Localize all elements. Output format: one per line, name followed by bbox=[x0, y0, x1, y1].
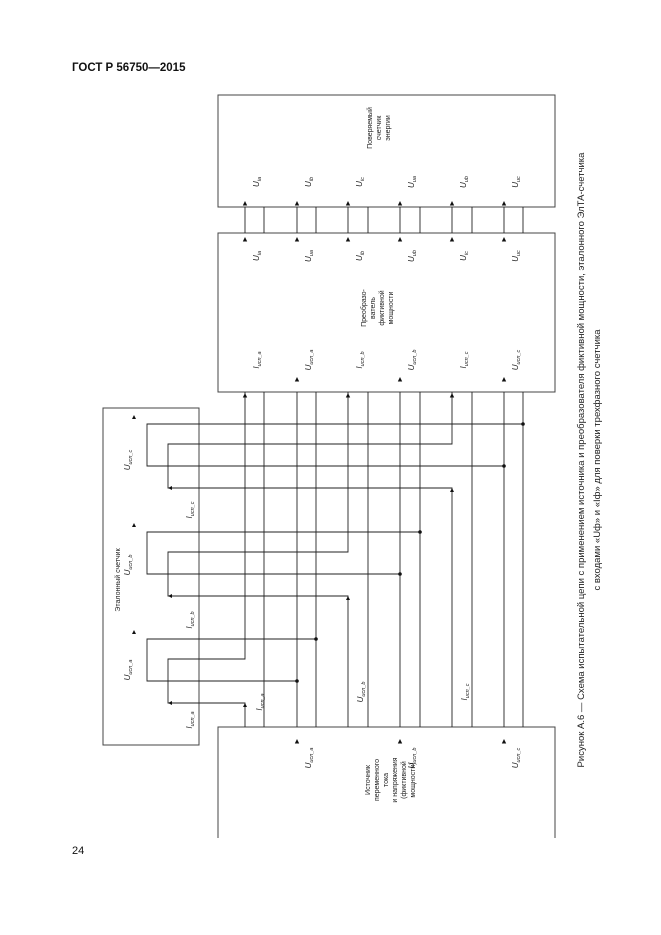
junction-dot bbox=[418, 530, 422, 534]
junction-dot bbox=[398, 572, 402, 576]
arrow-icon bbox=[132, 523, 136, 527]
wire-label: Iисп_a bbox=[255, 693, 266, 710]
converter-input-label: Uисп_c bbox=[511, 350, 522, 371]
meter-input-label: Uua bbox=[407, 176, 418, 188]
arrow-icon bbox=[345, 237, 351, 242]
arrow-icon bbox=[397, 201, 403, 206]
wire-label: Iисп_c bbox=[460, 683, 471, 700]
converter-box bbox=[217, 232, 556, 393]
meter-input-label: Uub bbox=[459, 176, 470, 188]
reference-meter-label: Uисп_c bbox=[123, 450, 134, 471]
current-loop-wire bbox=[167, 392, 349, 727]
current-loop-wire bbox=[167, 392, 246, 727]
arrow-icon bbox=[294, 237, 300, 242]
arrow-icon bbox=[132, 415, 136, 419]
arrow-icon bbox=[345, 201, 351, 206]
figure-caption-line-1: Рисунок А.6 — Схема испытательной цепи с… bbox=[576, 152, 587, 768]
converter-output-label: Uib bbox=[355, 251, 366, 261]
meter-input-label: Uic bbox=[355, 177, 366, 187]
reference-meter-label: Iисп_b bbox=[185, 611, 196, 628]
reference-meter-label: Uисп_a bbox=[123, 660, 134, 681]
figure-caption-line-2: с входами «Uф» и «Iф» для поверки трехфа… bbox=[592, 329, 603, 591]
arrow-icon bbox=[168, 701, 172, 705]
converter-input-label: Iисп_b bbox=[355, 351, 366, 368]
converter-output-label: Uuc bbox=[511, 250, 522, 262]
page-number: 24 bbox=[72, 845, 85, 857]
converter-input-label: Iисп_c bbox=[459, 351, 470, 368]
arrow-icon bbox=[243, 703, 247, 707]
source-output-label: Uисп_a bbox=[304, 748, 315, 769]
converter-output-label: Uic bbox=[459, 251, 470, 261]
arrow-icon bbox=[168, 486, 172, 490]
meter-input-label: Uuc bbox=[511, 176, 522, 188]
meter-input-label: Uia bbox=[252, 177, 263, 187]
converter-output-label: Uua bbox=[304, 250, 315, 262]
converter-output-label: Uub bbox=[407, 250, 418, 262]
source-output-label: Uисп_c bbox=[511, 748, 522, 769]
voltage-loop-wire bbox=[146, 638, 316, 682]
meter-input-label: Uib bbox=[304, 177, 315, 187]
junction-dot bbox=[314, 637, 318, 641]
arrow-icon bbox=[397, 237, 403, 242]
arrow-icon bbox=[397, 377, 403, 382]
source-box bbox=[217, 726, 556, 838]
arrow-icon bbox=[294, 377, 300, 382]
document-header: ГОСТ Р 56750—2015 bbox=[72, 62, 186, 74]
wire-label: Uисп_b bbox=[356, 682, 367, 703]
current-loop-wire bbox=[167, 392, 453, 727]
reference-meter-label: Iисп_c bbox=[185, 501, 196, 518]
arrow-icon bbox=[242, 393, 248, 398]
arrow-icon bbox=[345, 393, 351, 398]
voltage-loop-wire bbox=[146, 423, 523, 467]
voltage-loop-wire bbox=[146, 531, 420, 575]
junction-dot bbox=[295, 679, 299, 683]
junction-dot bbox=[521, 422, 525, 426]
reference-meter-label: Uисп_b bbox=[123, 555, 134, 576]
arrow-icon bbox=[449, 237, 455, 242]
converter-input-label: Iисп_a bbox=[252, 351, 263, 368]
arrow-icon bbox=[501, 201, 507, 206]
arrow-icon bbox=[449, 201, 455, 206]
junction-dot bbox=[502, 464, 506, 468]
arrow-icon bbox=[294, 201, 300, 206]
arrow-icon bbox=[294, 739, 300, 744]
arrow-icon bbox=[132, 630, 136, 634]
arrow-icon bbox=[242, 201, 248, 206]
source-output-label: Uисп_b bbox=[407, 748, 418, 769]
meter-under-test-box bbox=[217, 94, 556, 208]
arrow-icon bbox=[501, 237, 507, 242]
converter-output-label: Uia bbox=[252, 251, 263, 261]
arrow-icon bbox=[168, 594, 172, 598]
reference-meter-label: Iисп_a bbox=[185, 711, 196, 728]
reference-meter-box bbox=[102, 407, 200, 746]
arrow-icon bbox=[346, 596, 350, 600]
arrow-icon bbox=[450, 488, 454, 492]
arrow-icon bbox=[397, 739, 403, 744]
reference-meter-title: Эталонный счетчик bbox=[114, 547, 122, 611]
arrow-icon bbox=[501, 739, 507, 744]
converter-input-label: Uисп_b bbox=[407, 350, 418, 371]
converter-input-label: Uисп_a bbox=[304, 350, 315, 371]
arrow-icon bbox=[501, 377, 507, 382]
arrow-icon bbox=[242, 237, 248, 242]
arrow-icon bbox=[449, 393, 455, 398]
